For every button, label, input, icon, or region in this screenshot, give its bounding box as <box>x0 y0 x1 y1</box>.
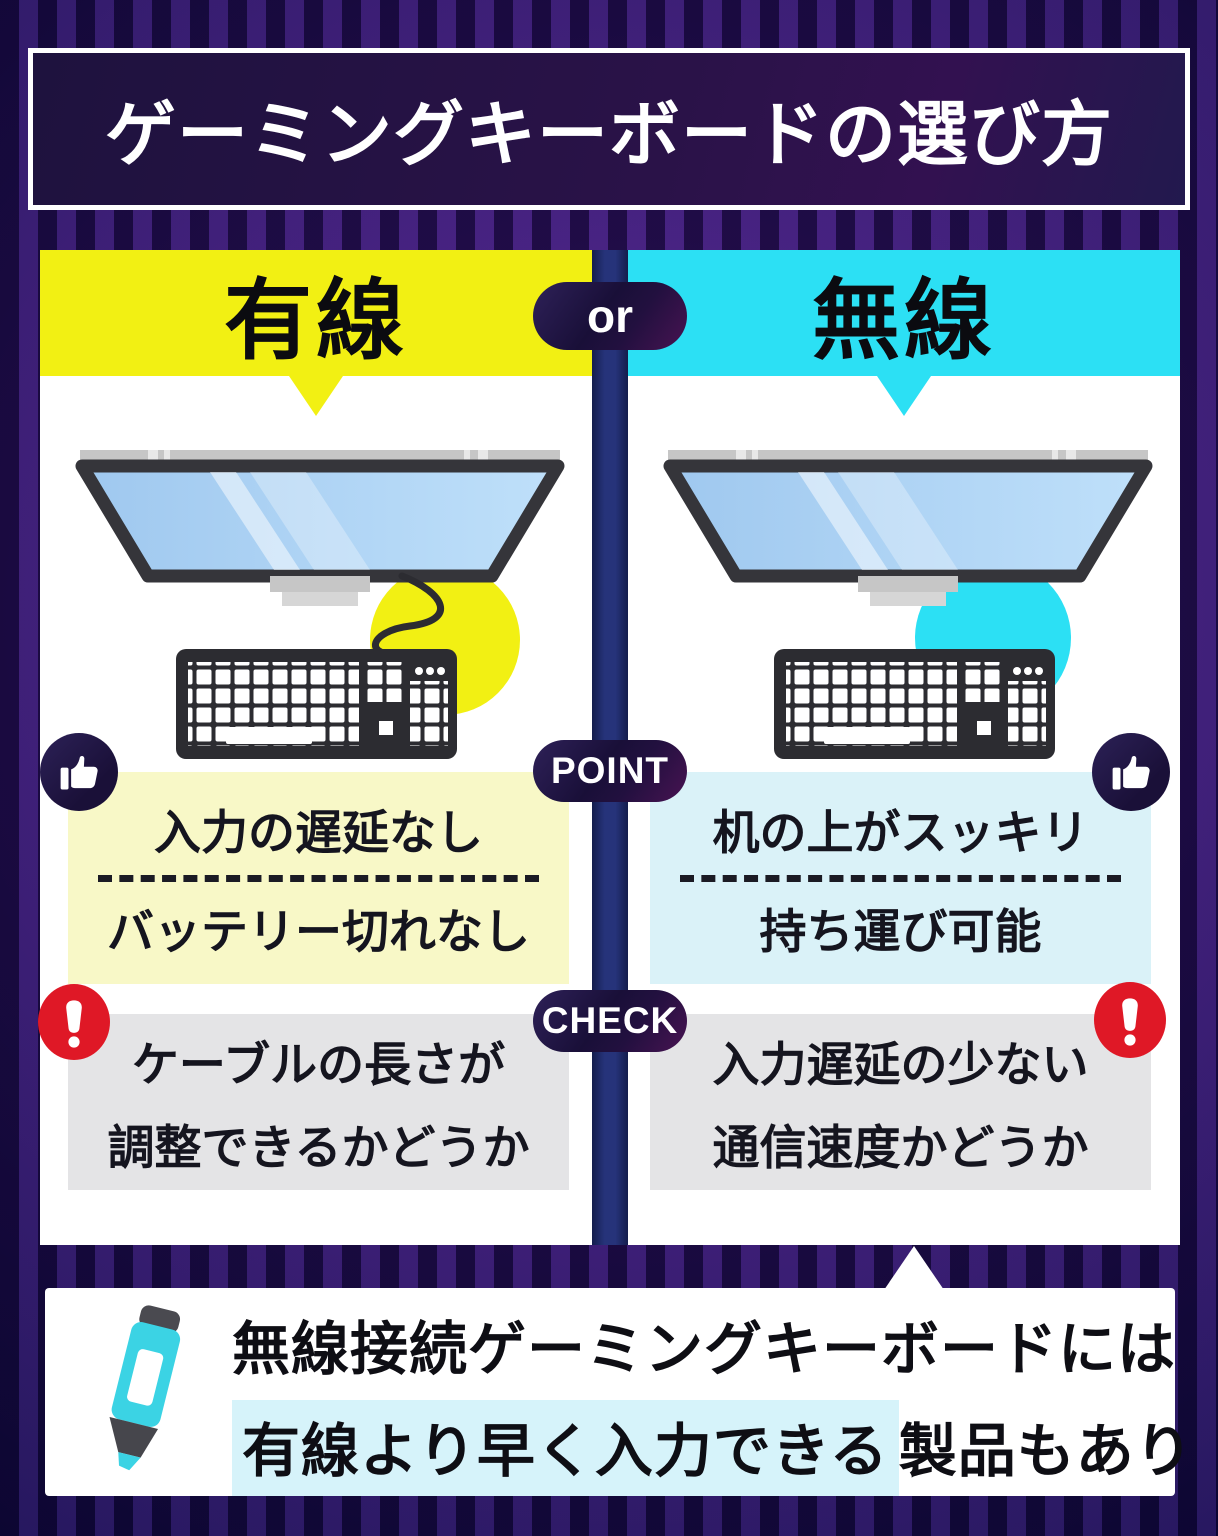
wireless-header: 無線 <box>628 250 1180 376</box>
dashed-separator <box>98 874 539 882</box>
point-badge-label: POINT <box>550 750 670 791</box>
wireless-check-box: 入力遅延の少ない 通信速度かどうか <box>650 1014 1151 1190</box>
dashed-separator <box>680 874 1121 882</box>
wireless-check-2: 通信速度かどうか <box>712 1121 1089 1174</box>
wired-caution-badge <box>38 984 110 1060</box>
wired-header: 有線 <box>40 250 592 376</box>
wireless-points-box: 机の上がスッキリ 持ち運び可能 <box>650 772 1151 984</box>
monitor-graphic <box>663 450 1153 606</box>
wireless-caution-badge <box>1094 982 1166 1058</box>
keyboard-graphic <box>774 649 1055 759</box>
wired-point-2: バッテリー切れなし <box>107 905 530 959</box>
wired-pros-badge <box>40 733 118 811</box>
point-badge: POINT <box>533 740 687 802</box>
wireless-header-label: 無線 <box>811 270 996 370</box>
exclamation-icon <box>66 1000 82 1048</box>
wired-header-label: 有線 <box>223 270 408 370</box>
footer-line-1: 無線接続ゲーミングキーボードには <box>232 1317 1177 1382</box>
check-badge-label: CHECK <box>541 1000 679 1041</box>
footer-highlighted-text: 有線より早く入力できる <box>232 1400 899 1496</box>
page-title-banner: ゲーミングキーボードの選び方 <box>28 48 1190 210</box>
wireless-header-tail <box>877 376 931 416</box>
thumbs-up-icon <box>60 756 98 790</box>
wired-check-1: ケーブルの長さが <box>131 1038 506 1091</box>
keyboard-graphic <box>176 649 457 759</box>
wireless-desktop-illustration <box>663 450 1153 759</box>
highlighter-pen-icon <box>109 1305 181 1471</box>
monitor-graphic <box>75 450 565 606</box>
wired-desktop-illustration <box>75 450 565 759</box>
footer-line-2-rest: 製品もあり <box>898 1419 1194 1484</box>
wireless-point-2: 持ち運び可能 <box>759 905 1042 959</box>
page-title: ゲーミングキーボードの選び方 <box>104 96 1113 175</box>
wired-check-2: 調整できるかどうか <box>107 1121 530 1174</box>
wireless-pros-badge <box>1092 733 1170 811</box>
wired-points-box: 入力の遅延なし バッテリー切れなし <box>68 772 569 984</box>
wireless-check-1: 入力遅延の少ない <box>712 1038 1089 1091</box>
check-badge: CHECK <box>533 990 687 1052</box>
wired-check-box: ケーブルの長さが 調整できるかどうか <box>68 1014 569 1190</box>
wired-header-tail <box>289 376 343 416</box>
footer-line-2: 有線より早く入力できる製品もあり <box>232 1400 1193 1496</box>
or-badge-label: or <box>587 290 633 342</box>
thumbs-up-icon <box>1112 756 1150 790</box>
wireless-point-1: 机の上がスッキリ <box>712 805 1089 859</box>
footer-banner-tail <box>884 1246 944 1290</box>
footer-note: 無線接続ゲーミングキーボードには 有線より早く入力できる製品もあり <box>232 1302 1193 1496</box>
exclamation-icon <box>1122 998 1138 1046</box>
or-badge: or <box>533 282 687 350</box>
wired-point-1: 入力の遅延なし <box>154 805 483 859</box>
